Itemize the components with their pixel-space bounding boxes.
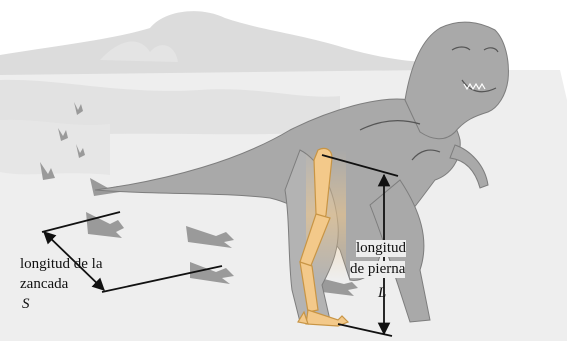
leg-length-label-line2: de pierna (350, 261, 405, 278)
leg-length-symbol: L (378, 285, 386, 302)
stride-length-symbol: S (22, 296, 30, 313)
stride-length-label-line1: longitud de la (20, 256, 103, 273)
leg-length-label-line1: longitud (356, 240, 406, 257)
stride-length-label-line2: zancada (20, 276, 68, 293)
